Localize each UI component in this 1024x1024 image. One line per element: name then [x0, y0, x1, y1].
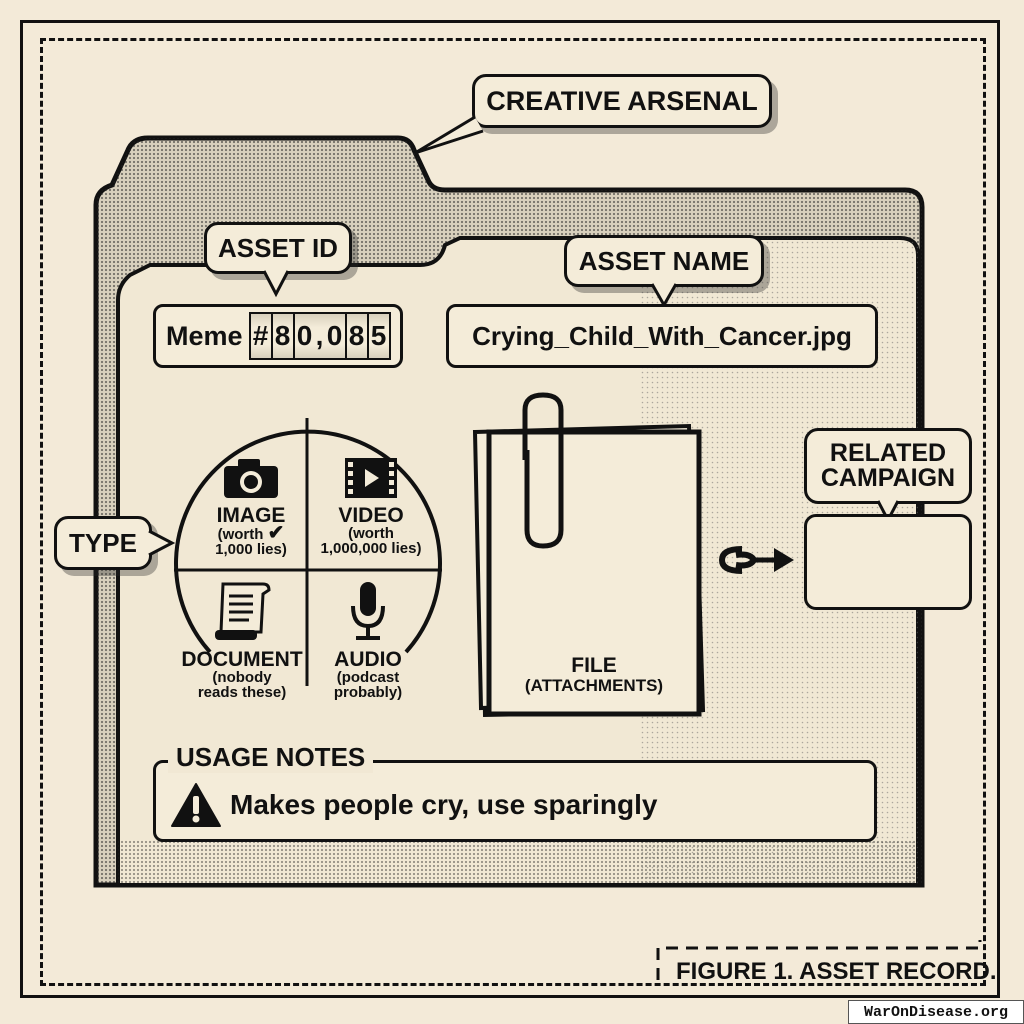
- figure-caption-text: FIGURE 1. ASSET RECORD.: [676, 958, 997, 985]
- type-selector-circle: [174, 418, 442, 686]
- figure-caption: FIGURE 1. ASSET RECORD.: [676, 958, 996, 986]
- asset-name-label: ASSET NAME: [564, 235, 764, 287]
- warning-icon: [171, 783, 221, 827]
- dashed-frame: [40, 38, 986, 986]
- folder-tab-label: CREATIVE ARSENAL: [472, 74, 772, 128]
- type-audio-name: AUDIO: [334, 648, 402, 671]
- asset-name-field[interactable]: Crying_Child_With_Cancer.jpg: [446, 304, 878, 368]
- watermark[interactable]: WarOnDisease.org: [848, 1000, 1024, 1024]
- asset-name-value: Crying_Child_With_Cancer.jpg: [472, 320, 852, 351]
- folder-tab-pointer: [414, 115, 484, 155]
- checkmark-icon: ✔: [267, 522, 285, 544]
- link-arrow-icon: [718, 546, 794, 574]
- counter-digit: 0: [292, 314, 315, 358]
- scroll-icon: [215, 582, 271, 640]
- type-option-document[interactable]: DOCUMENT (nobody reads these): [176, 580, 308, 700]
- type-label: TYPE: [54, 516, 152, 570]
- file-stack: [472, 392, 706, 718]
- watermark-text: WarOnDisease.org: [863, 1003, 1009, 1021]
- counter-digit: 8: [270, 314, 293, 358]
- usage-notes-box[interactable]: [153, 760, 877, 842]
- counter-digit: 5: [366, 314, 389, 358]
- related-campaign-field[interactable]: [804, 514, 972, 610]
- counter-digit: ,: [314, 314, 325, 358]
- counter-digit: 0: [324, 314, 345, 358]
- type-option-image[interactable]: IMAGE (worth ✔ 1,000 lies): [196, 456, 306, 557]
- type-audio-note2: probably): [333, 684, 403, 701]
- file-subtitle: (ATTACHMENTS): [524, 676, 664, 695]
- type-audio-note1: (podcast: [336, 669, 400, 686]
- file-title: FILE: [571, 654, 617, 677]
- counter-digit: #: [250, 314, 271, 358]
- related-campaign-label-line1: RELATED: [829, 439, 947, 467]
- paperclip-icon: [522, 392, 564, 549]
- type-document-name: DOCUMENT: [181, 648, 303, 671]
- asset-id-label: ASSET ID: [204, 222, 352, 274]
- microphone-icon: [351, 582, 385, 640]
- related-campaign-label-line2: CAMPAIGN: [820, 464, 956, 492]
- type-option-video[interactable]: VIDEO (worth 1,000,000 lies): [306, 456, 436, 556]
- usage-notes-label-text: USAGE NOTES: [176, 742, 366, 772]
- outer-frame: [20, 20, 1000, 998]
- asset-id-prefix: Meme: [166, 320, 243, 351]
- camera-icon: [224, 459, 278, 498]
- counter-digit: 8: [344, 314, 367, 358]
- type-pointer: [148, 529, 176, 557]
- type-image-note1: (worth: [217, 526, 264, 543]
- type-document-note2: reads these): [197, 684, 287, 701]
- usage-notes-text: Makes people cry, use sparingly: [230, 789, 658, 820]
- type-video-note2: 1,000,000 lies): [320, 540, 422, 557]
- file-attachments[interactable]: FILE (ATTACHMENTS): [489, 655, 699, 695]
- type-image-name: IMAGE: [216, 504, 286, 527]
- film-icon: [345, 458, 397, 498]
- type-image-note2: 1,000 lies): [215, 541, 287, 558]
- asset-name-label-text: ASSET NAME: [578, 245, 750, 276]
- folder-tab-text: CREATIVE ARSENAL: [486, 85, 758, 116]
- usage-notes-content: Makes people cry, use sparingly: [170, 782, 657, 828]
- type-label-text: TYPE: [69, 527, 137, 558]
- asset-id-pointer: [262, 270, 290, 298]
- asset-id-label-text: ASSET ID: [218, 232, 338, 263]
- related-campaign-label: RELATED CAMPAIGN: [804, 428, 972, 504]
- type-option-audio[interactable]: AUDIO (podcast probably): [318, 580, 418, 700]
- type-video-note1: (worth: [348, 525, 394, 542]
- type-video-name: VIDEO: [338, 504, 404, 527]
- type-document-note1: (nobody: [212, 669, 272, 686]
- usage-notes-label: USAGE NOTES: [168, 742, 374, 773]
